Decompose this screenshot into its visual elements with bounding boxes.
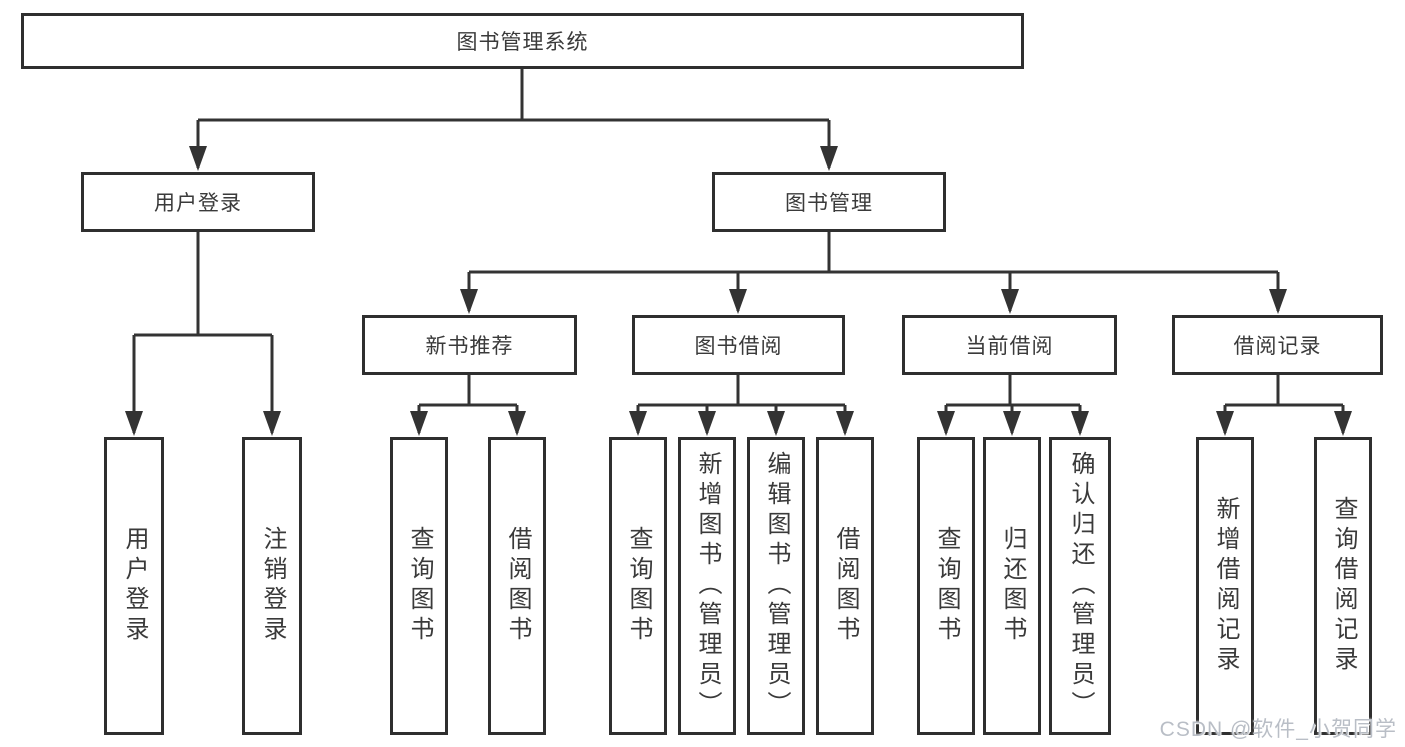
leaf-label: 查询图书 bbox=[625, 526, 652, 646]
csdn-watermark: CSDN @软件_小贺同学 bbox=[1159, 718, 1397, 741]
leaf-label: 确认归还（管理员） bbox=[1067, 451, 1094, 721]
leaf-borrowing-borrow-books: 借阅图书 bbox=[816, 437, 874, 735]
arrowheads bbox=[125, 146, 1352, 436]
node-label: 借阅记录 bbox=[1233, 335, 1322, 358]
leaf-current-query-books: 查询图书 bbox=[917, 437, 975, 735]
leaf-label: 注销登录 bbox=[259, 526, 286, 646]
leaf-recommend-query-books: 查询图书 bbox=[390, 437, 448, 735]
node-label: 图书借阅 bbox=[694, 335, 783, 358]
node-book-management: 图书管理 bbox=[712, 172, 946, 232]
node-label: 当前借阅 bbox=[965, 335, 1054, 358]
node-label: 新书推荐 bbox=[425, 335, 514, 358]
leaf-confirm-return-admin: 确认归还（管理员） bbox=[1049, 437, 1111, 735]
leaf-label: 借阅图书 bbox=[832, 526, 859, 646]
leaf-label: 查询借阅记录 bbox=[1330, 496, 1357, 676]
leaf-add-borrow-record: 新增借阅记录 bbox=[1196, 437, 1254, 735]
leaf-return-books: 归还图书 bbox=[983, 437, 1041, 735]
node-label: 图书管理 bbox=[785, 192, 873, 215]
leaf-label: 新增借阅记录 bbox=[1212, 496, 1239, 676]
node-current-borrowing: 当前借阅 bbox=[902, 315, 1117, 375]
leaf-label: 借阅图书 bbox=[504, 526, 531, 646]
leaf-add-books-admin: 新增图书（管理员） bbox=[678, 437, 736, 735]
leaf-label: 用户登录 bbox=[121, 526, 148, 646]
node-borrowing-records: 借阅记录 bbox=[1172, 315, 1383, 375]
leaf-label: 归还图书 bbox=[999, 526, 1026, 646]
leaf-recommend-borrow-books: 借阅图书 bbox=[488, 437, 546, 735]
leaf-logout-login: 注销登录 bbox=[242, 437, 302, 735]
leaf-borrowing-query-books: 查询图书 bbox=[609, 437, 667, 735]
leaf-label: 查询图书 bbox=[406, 526, 433, 646]
leaf-label: 新增图书（管理员） bbox=[694, 451, 721, 721]
leaf-label: 查询图书 bbox=[933, 526, 960, 646]
node-user-login: 用户登录 bbox=[81, 172, 315, 232]
node-book-borrowing: 图书借阅 bbox=[632, 315, 845, 375]
leaf-edit-books-admin: 编辑图书（管理员） bbox=[747, 437, 805, 735]
leaf-label: 编辑图书（管理员） bbox=[763, 451, 790, 721]
leaf-query-borrow-record: 查询借阅记录 bbox=[1314, 437, 1372, 735]
node-new-book-recommendation: 新书推荐 bbox=[362, 315, 577, 375]
node-library-management-system: 图书管理系统 bbox=[21, 13, 1024, 69]
node-label: 图书管理系统 bbox=[456, 31, 589, 54]
node-label: 用户登录 bbox=[154, 192, 242, 215]
leaf-user-login: 用户登录 bbox=[104, 437, 164, 735]
